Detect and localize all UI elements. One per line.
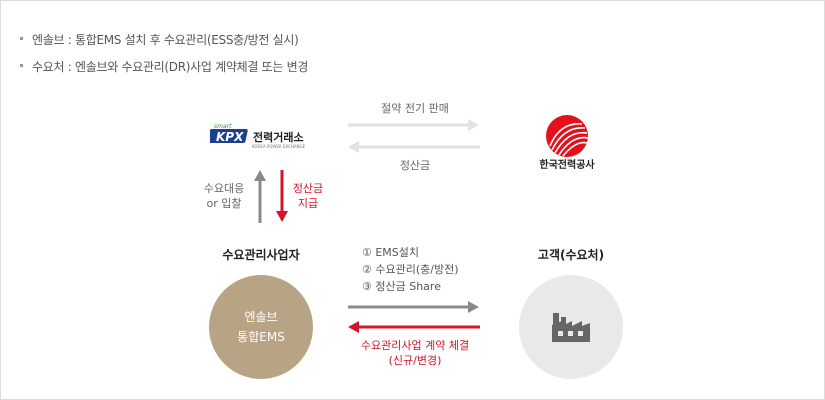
provider-circle: 엔솔브 통합EMS: [209, 275, 313, 379]
provider-title: 수요관리사업자: [222, 248, 300, 262]
customer-circle: [519, 275, 623, 379]
contract-label-line2: (신규/변경): [388, 354, 442, 367]
bid-label: 수요대응 or 입찰: [196, 181, 252, 211]
kpx-small-text: smart: [214, 123, 232, 130]
bid-label-line2: or 입찰: [206, 197, 242, 210]
settlement-arrow-head: [348, 141, 359, 153]
customer-title: 고객(수요처): [537, 248, 605, 262]
kepco-name-text: 한국전력공사: [539, 158, 595, 171]
step-item: ① EMS설치: [362, 246, 420, 259]
provider-circle-line2: 통합EMS: [237, 330, 285, 344]
step-item: ② 수요관리(충/방전): [362, 263, 459, 276]
bullet-text: 엔솔브 : 통합EMS 설치 후 수요관리(ESS충/방전 실시): [32, 33, 299, 47]
kpx-brand-text: KPX: [216, 130, 244, 144]
payment-label-line2: 지급: [297, 197, 319, 210]
sell-label: 절약 전기 판매: [381, 102, 449, 115]
payment-arrow-head: [276, 211, 288, 222]
contract-arrow-head: [348, 321, 359, 333]
contract-label-line1: 수요관리사업 계약 체결: [360, 339, 470, 352]
bullet-dot: [20, 37, 23, 40]
bullet-text: 수요처 : 엔솔브와 수요관리(DR)사업 계약체결 또는 변경: [32, 60, 309, 74]
kpx-name-text: 전력거래소: [253, 130, 304, 144]
provider-circle-line1: 엔솔브: [244, 310, 278, 324]
bid-label-line1: 수요대응: [203, 182, 245, 195]
service-arrow-head: [468, 301, 479, 313]
kepco-logo: 한국전력공사: [530, 112, 605, 172]
service-steps: ① EMS설치 ② 수요관리(충/방전) ③ 정산금 Share: [362, 244, 459, 295]
step-item: ③ 정산금 Share: [362, 280, 441, 293]
payment-label: 정산금 지급: [288, 181, 328, 211]
payment-label-line1: 정산금: [292, 182, 324, 195]
bullet-item-customer: 수요처 : 엔솔브와 수요관리(DR)사업 계약체결 또는 변경: [20, 58, 308, 75]
factory-icon: [552, 313, 590, 342]
bid-arrow-head: [254, 170, 266, 181]
bullet-item-ensolve: 엔솔브 : 통합EMS 설치 후 수요관리(ESS충/방전 실시): [20, 31, 299, 48]
kpx-logo: smart KPX 전력거래소 KOREA POWER EXCHANGE: [207, 120, 320, 150]
sell-arrow-head: [468, 119, 479, 131]
kpx-sub-text: KOREA POWER EXCHANGE: [252, 144, 306, 149]
settlement-label: 정산금: [399, 159, 431, 172]
bullet-dot: [20, 64, 23, 67]
contract-label: 수요관리사업 계약 체결 (신규/변경): [340, 338, 490, 368]
